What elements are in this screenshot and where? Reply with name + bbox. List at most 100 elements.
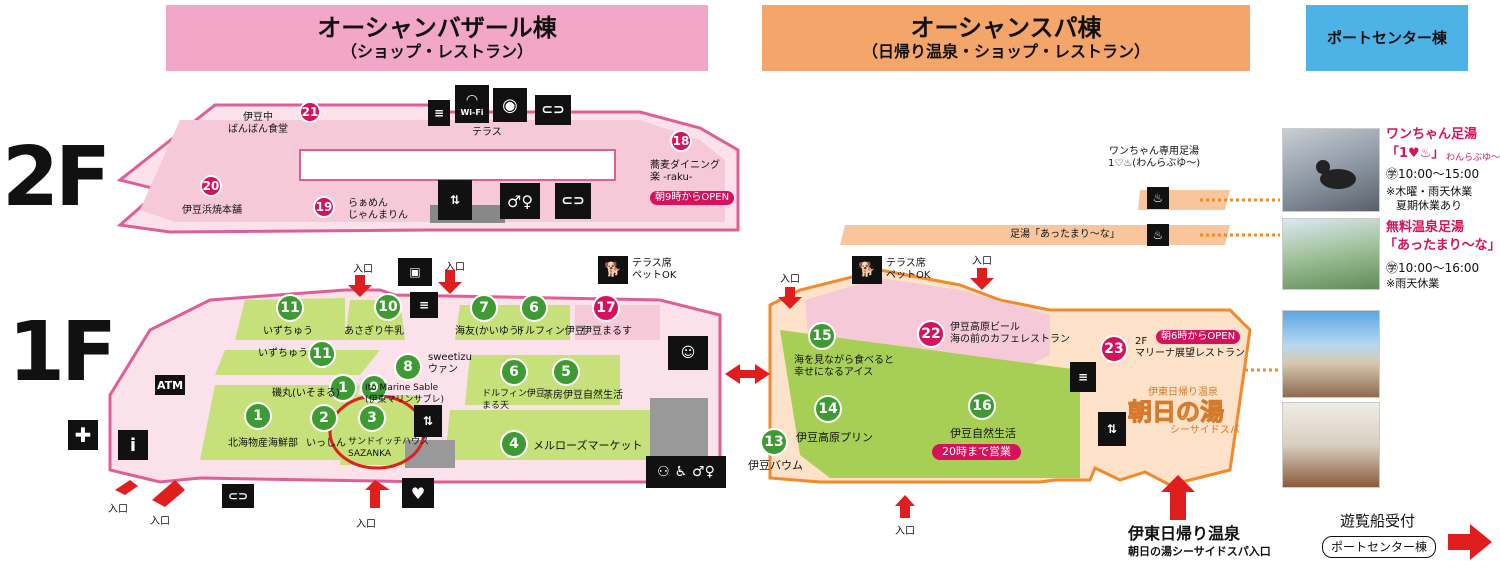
free-foot-bath-name: 「あったまり〜な」 (1384, 238, 1500, 253)
entrance-arrow-8 (895, 495, 915, 518)
shop-pin-11-b[interactable]: 11 (308, 340, 336, 368)
dog-foot-bath-name: 「1♥♨」 (1386, 146, 1445, 161)
cruise-sub[interactable]: ポートセンター棟 (1322, 536, 1437, 558)
entrance-arrow-6 (778, 287, 802, 309)
cruise-title: 遊覧船受付 (1340, 512, 1416, 530)
entrance-arrow-7 (970, 268, 994, 290)
port-header: ポートセンター棟 (1306, 5, 1468, 71)
shop-pin-5[interactable]: 5 (552, 358, 580, 386)
shop-label-4: メルローズマーケット (533, 439, 643, 452)
wifi-symbol: ◠ (466, 91, 478, 108)
bazaar-header: オーシャンバザール棟 （ショップ・レストラン） (166, 5, 708, 71)
dog-icon: 🐕 (598, 256, 628, 284)
dog-foot-bath-title: ワンちゃん足湯 (1386, 127, 1478, 142)
shop-block-4 (445, 410, 650, 460)
shop-pin-13[interactable]: 13 (760, 428, 788, 456)
spa-entrance-sub: 朝日の湯シーサイドスパ入口 (1128, 545, 1271, 558)
smoking-area-icon: ⊂⊃ (535, 95, 571, 125)
shop-pin-6-b[interactable]: 6 (500, 358, 528, 386)
shop-pin-16[interactable]: 16 (968, 392, 996, 420)
shop-label-1-b: 北海物産海鮮部 (228, 438, 298, 449)
entrance-arrow-5 (365, 480, 390, 508)
bazaar-subtitle: （ショップ・レストラン） (340, 42, 533, 61)
info-icon: i (118, 430, 148, 460)
entrance-arrow-2 (438, 270, 462, 294)
entrance-label-5: 入口 (356, 519, 376, 530)
shop-label-21: 伊豆中 ばんばん食堂 (228, 112, 288, 135)
shop-pin-2[interactable]: 2 (310, 404, 338, 432)
camera-icon: ◉ (493, 88, 527, 122)
shop-label-10: あさぎり牛乳 (344, 326, 404, 337)
dog-foot-bath-hours: ㊫10:00～15:00 (1386, 167, 1480, 181)
foot-bath-icon: ♨ (1147, 187, 1169, 209)
shop-pin-1-b[interactable]: 1 (244, 402, 272, 430)
shop-pin-20[interactable]: 20 (200, 175, 222, 197)
entrance-arrow-3 (115, 480, 138, 495)
shop-label-7: 海友(かいゆう) (455, 326, 523, 337)
spa-header: オーシャンスパ棟 （日帰り温泉・ショップ・レストラン） (762, 5, 1250, 71)
shop-pin-23[interactable]: 23 (1100, 335, 1128, 363)
shop-pin-14[interactable]: 14 (814, 395, 842, 423)
cruise-arrow (1448, 524, 1492, 560)
shop-pin-9[interactable]: 9 (360, 374, 388, 402)
shop-label-23: 2F マリーナ展望レストラン (1135, 336, 1245, 359)
dog-icon-2: 🐕 (852, 256, 882, 284)
shop-pin-6[interactable]: 6 (520, 294, 548, 322)
shop-pin-15[interactable]: 15 (808, 322, 836, 350)
free-foot-bath-title: 無料温泉足湯 (1386, 220, 1465, 235)
spa-green-area (780, 330, 1080, 478)
shop-pin-22[interactable]: 22 (917, 320, 945, 348)
elevator-icon-2: ⇅ (414, 405, 442, 437)
shop-label-1: 磯丸(いそまる) (272, 388, 340, 399)
dog-foot-bath-kana: わんらぶゆ〜 (1446, 153, 1500, 163)
terrace-label: テラス (472, 127, 502, 138)
shop-pin-19[interactable]: 19 (313, 196, 335, 218)
shop-pin-4[interactable]: 4 (500, 430, 528, 458)
shop-pin-8[interactable]: 8 (394, 353, 422, 381)
spa-logo-top: 伊東日帰り温泉 (1148, 387, 1218, 398)
entrance-arrow-4 (152, 480, 185, 507)
restroom-icon-2: ⚇ ♿ ♂♀ (646, 456, 726, 488)
shop-label-8: sweetizu ウァン (428, 352, 472, 375)
shop-label-2: いっしん (306, 438, 346, 449)
stairs-icon: ≡ (428, 100, 450, 126)
spa-entrance-title: 伊東日帰り温泉 (1128, 524, 1241, 543)
shop-label-11-b: いずちゅう (258, 348, 308, 359)
entrance-arrow-9 (1161, 475, 1195, 520)
baby-care-icon: ▣ (398, 258, 432, 286)
dog-foot-bath-photo (1282, 128, 1380, 212)
free-foot-bath-strip (840, 225, 1230, 245)
free-foot-bath-label: 足湯「あったまり〜な」 (1010, 229, 1120, 240)
spa-subtitle: （日帰り温泉・ショップ・レストラン） (861, 42, 1150, 61)
shop-pin-11[interactable]: 11 (276, 294, 304, 322)
shop-label-18: 蕎麦ダイニング 楽 -raku- (650, 160, 720, 183)
shop-pin-17[interactable]: 17 (592, 294, 620, 322)
connector-arrow (725, 364, 770, 384)
shop-pin-1[interactable]: 1 (329, 374, 357, 402)
shop-pin-10[interactable]: 10 (374, 293, 402, 321)
spa-logo-main: 朝日の湯 (1128, 398, 1225, 427)
dog-foot-bath-note1: ※木曜・雨天休業 (1386, 185, 1473, 198)
dog-foot-bath-note2: 夏期休業あり (1396, 199, 1462, 212)
shop-label-22: 伊豆高原ビール 海の前のカフェレストラン (950, 322, 1070, 345)
entrance-label-2: 入口 (445, 262, 465, 273)
shop-label-5: 茶房伊豆自然生活 (543, 390, 623, 401)
shop-pin-18[interactable]: 18 (670, 130, 692, 152)
shop-pin-21[interactable]: 21 (299, 101, 321, 123)
spa-terrace-pet-label: テラス席 ペットOK (886, 258, 931, 281)
shop-label-6: ドルフィン伊豆 (515, 326, 585, 337)
entrance-label-8: 入口 (895, 526, 915, 537)
shop-pin-7[interactable]: 7 (470, 294, 498, 322)
shop-pin-3[interactable]: 3 (358, 404, 386, 432)
atm-icon: ATM (155, 375, 185, 395)
shop-label-20: 伊豆浜焼本舗 (182, 205, 242, 216)
elevator-icon: ⇅ (438, 180, 472, 220)
entrance-label-7: 入口 (972, 256, 992, 267)
terrace-pet-label: テラス席 ペットOK (632, 258, 677, 281)
shop-label-17: 伊豆まるす (582, 326, 632, 337)
shop-label-3: サンドイッチハウス SAZANKA (348, 437, 430, 459)
shop-label-16: 伊豆自然生活 (950, 427, 1016, 440)
shop-note-23: 朝6時からOPEN (1156, 330, 1241, 344)
stairs-icon-3: ≡ (1070, 362, 1096, 392)
shop-label-6-b: ドルフィン伊豆・ まる天 (482, 389, 554, 411)
